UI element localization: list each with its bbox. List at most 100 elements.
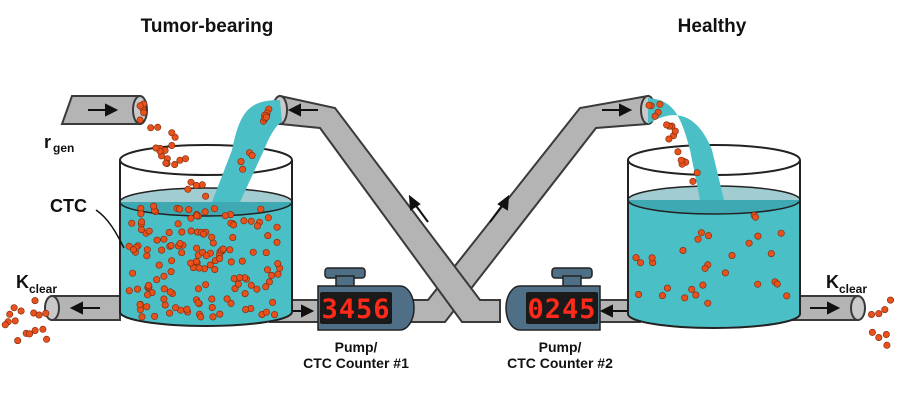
ctc-cell bbox=[184, 185, 192, 193]
ctc-cell bbox=[777, 229, 785, 237]
ctc-cell bbox=[129, 269, 137, 277]
ctc-cell bbox=[143, 303, 151, 311]
ctc-cell bbox=[187, 227, 195, 235]
ctc-cell bbox=[883, 341, 891, 349]
ctc-cell bbox=[221, 212, 229, 220]
pump1-counter-readout: 3456 bbox=[321, 294, 390, 325]
ctc-cell bbox=[234, 280, 242, 288]
ctc-cell bbox=[663, 284, 671, 292]
ctc-cell bbox=[160, 285, 168, 293]
ctc-cell bbox=[226, 246, 234, 254]
ctc-cell bbox=[145, 227, 153, 235]
ctc-cell bbox=[187, 259, 195, 267]
ctc-cell bbox=[194, 285, 202, 293]
ctc-cell bbox=[269, 298, 277, 306]
ctc-cell bbox=[693, 169, 701, 177]
ctc-cell bbox=[227, 299, 235, 307]
ctc-cell bbox=[636, 259, 644, 267]
kclear-left-subscript: clear bbox=[29, 282, 57, 296]
ctc-cell bbox=[273, 223, 281, 231]
ctc-cell bbox=[193, 212, 201, 220]
ctc-cell bbox=[185, 206, 193, 214]
pump1-label-line1: Pump/ bbox=[335, 339, 378, 355]
pump-counter-1: 3456 bbox=[317, 267, 415, 331]
ctc-cell bbox=[882, 330, 890, 338]
kclear-right-label: K bbox=[826, 272, 839, 292]
arrow-right-icon bbox=[810, 301, 841, 315]
ctc-cell bbox=[137, 226, 145, 234]
ctc-cell bbox=[1, 321, 9, 329]
ctc-cell bbox=[671, 127, 679, 135]
ctc-cell bbox=[239, 165, 247, 173]
ctc-cell bbox=[176, 240, 184, 248]
ctc-cell bbox=[745, 239, 753, 247]
ctc-cell bbox=[140, 109, 148, 117]
ctc-cell bbox=[14, 337, 22, 345]
ctc-cell bbox=[273, 238, 281, 246]
pump2-label-line2: CTC Counter #2 bbox=[507, 355, 613, 371]
arrow-left-icon bbox=[287, 103, 318, 117]
ctc-cell bbox=[178, 228, 186, 236]
ctc-cell bbox=[166, 288, 174, 296]
ctc-cell bbox=[635, 290, 643, 298]
ctc-cell bbox=[162, 159, 170, 167]
ctc-cell bbox=[130, 246, 138, 254]
arrow-right-icon bbox=[602, 103, 633, 117]
ctc-cell bbox=[868, 328, 876, 336]
ctc-cell bbox=[208, 295, 216, 303]
ctc-cell bbox=[773, 280, 781, 288]
ctc-cell bbox=[257, 205, 265, 213]
ctc-cell bbox=[694, 235, 702, 243]
ctc-cell bbox=[211, 205, 219, 213]
ctc-cell bbox=[193, 244, 201, 252]
ctc-cell bbox=[192, 257, 200, 265]
ctc-cell bbox=[160, 295, 168, 303]
ctc-cell bbox=[881, 306, 889, 314]
ctc-cell bbox=[262, 249, 270, 257]
healthy-title: Healthy bbox=[678, 16, 747, 37]
arrow-up-right-icon bbox=[489, 194, 510, 223]
ctc-cell bbox=[265, 278, 273, 286]
ctc-cell bbox=[728, 252, 736, 260]
ctc-cell bbox=[216, 255, 224, 263]
ctc-cell bbox=[138, 313, 146, 321]
ctc-cell bbox=[253, 285, 261, 293]
ctc-cell bbox=[187, 178, 195, 186]
ctc-cell bbox=[209, 313, 217, 321]
ctc-cell bbox=[254, 222, 262, 230]
ctc-cell bbox=[154, 123, 162, 131]
ctc-cell bbox=[223, 295, 231, 303]
ctc-cell bbox=[656, 100, 664, 108]
tank1-fluid bbox=[120, 202, 292, 326]
ctc-cell bbox=[143, 246, 151, 254]
ctc-cell bbox=[240, 217, 248, 225]
ctc-cell bbox=[721, 269, 729, 277]
ctc-cell bbox=[208, 233, 216, 241]
ctc-cell bbox=[665, 135, 673, 143]
ctc-cell bbox=[153, 276, 161, 284]
ctc-cell bbox=[26, 330, 34, 338]
ctc-cell bbox=[152, 144, 160, 152]
ctc-cell bbox=[237, 158, 245, 166]
ctc-cell bbox=[183, 305, 191, 313]
ctc-cell bbox=[754, 280, 762, 288]
ctc-cell bbox=[171, 161, 179, 169]
ctc-cell bbox=[11, 317, 19, 325]
ctc-cell bbox=[165, 229, 173, 237]
ctc-cell bbox=[658, 292, 666, 300]
arrow-left-icon bbox=[69, 301, 100, 315]
ctc-cell bbox=[227, 258, 235, 266]
ctc-cell bbox=[202, 192, 210, 200]
ctc-cell bbox=[783, 292, 791, 300]
ctc-cell bbox=[168, 129, 176, 137]
ctc-cell bbox=[172, 304, 180, 312]
arrow-right-icon bbox=[88, 103, 119, 117]
ctc-cell bbox=[134, 285, 142, 293]
kclear-right-subscript: clear bbox=[839, 282, 867, 296]
arrow-left-icon bbox=[599, 304, 628, 318]
ctc-cell bbox=[206, 261, 214, 269]
pump2-label-line1: Pump/ bbox=[539, 339, 582, 355]
ctc-cell bbox=[274, 260, 282, 268]
ctc-cell bbox=[677, 156, 685, 164]
ctc-cell bbox=[176, 205, 184, 213]
